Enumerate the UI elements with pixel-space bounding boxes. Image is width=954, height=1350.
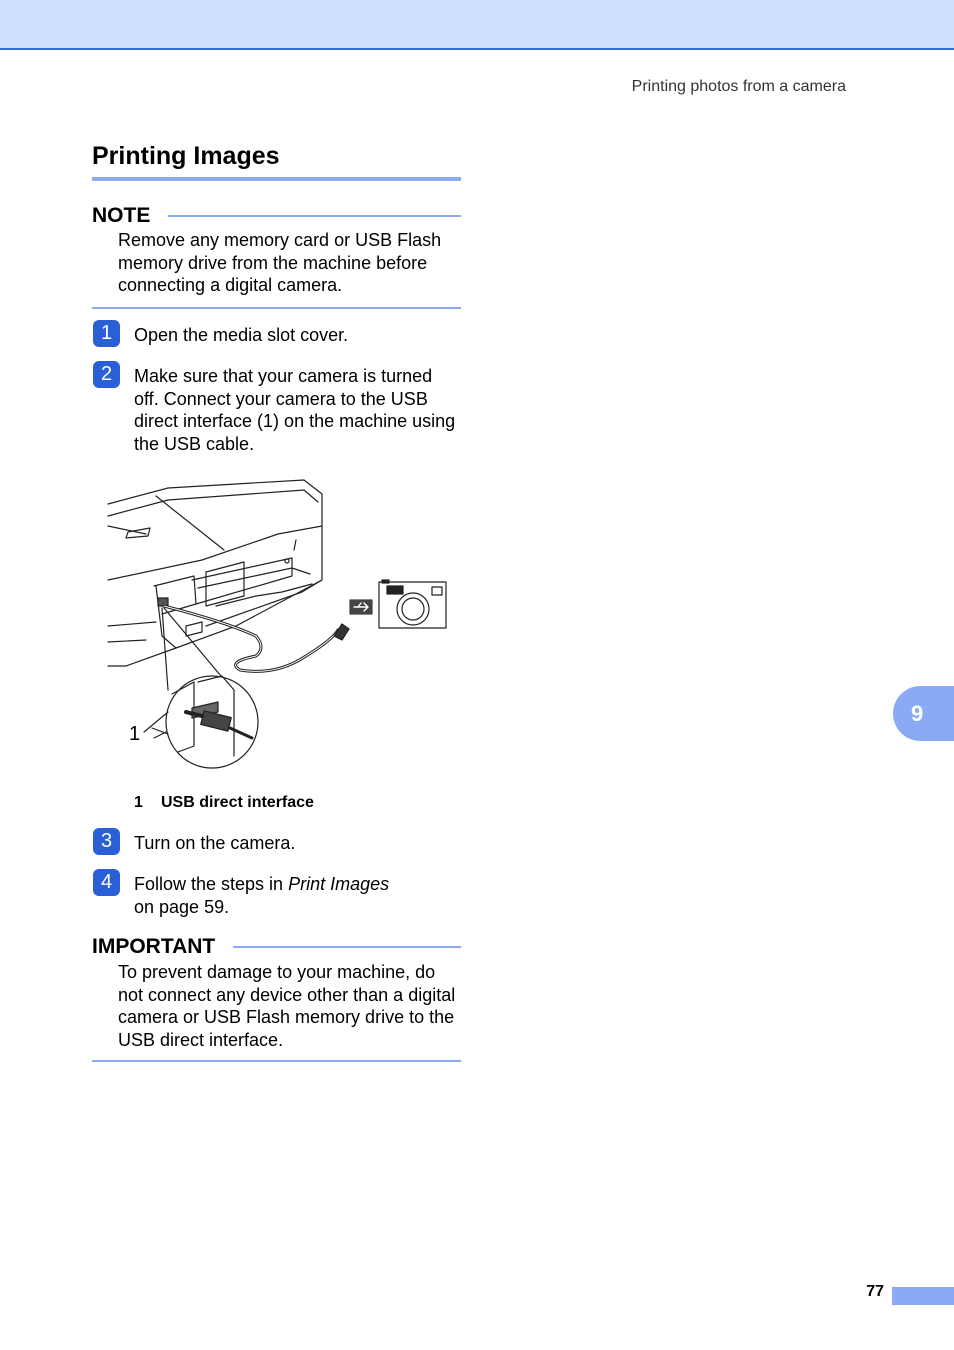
note-line: memory drive from the machine before: [118, 252, 428, 273]
page-reference-link[interactable]: Print Images: [288, 874, 390, 894]
note-text: Remove any memory card or USB Flash memo…: [118, 229, 463, 297]
important-line: not connect any device other than a digi…: [118, 984, 456, 1005]
important-line: camera or USB Flash memory drive to the: [118, 1007, 455, 1027]
step-line: off. Connect your camera to the USB: [134, 388, 428, 409]
step-3-text: Turn on the camera.: [134, 832, 464, 855]
step-line: Follow the steps in Print Images: [134, 873, 464, 896]
step-line: Turn on the camera.: [134, 833, 296, 853]
step-3-badge: 3: [93, 828, 120, 855]
caption-text: USB direct interface: [161, 794, 314, 811]
important-heading-rule: [233, 946, 461, 948]
figure-caption: 1 USB direct interface: [134, 794, 314, 812]
important-line: To prevent damage to your machine, do: [118, 962, 436, 982]
step-4-prefix: Follow the steps in: [134, 874, 289, 894]
note-heading-rule: [168, 215, 461, 217]
step-1-badge: 1: [93, 320, 120, 347]
printer-illustration: [107, 479, 323, 667]
important-heading: IMPORTANT: [92, 933, 461, 961]
usb-icon: [349, 599, 373, 615]
step-line: on page 59.: [134, 896, 230, 917]
note-line: connecting a digital camera.: [118, 275, 343, 295]
zoom-callout: [151, 607, 259, 769]
step-line: Make sure that your camera is turned: [134, 366, 433, 386]
usb-cable-inner: [163, 605, 339, 672]
page-number-bar: [892, 1287, 954, 1305]
chapter-tab[interactable]: 9: [893, 686, 954, 741]
step-line: Open the media slot cover.: [134, 325, 349, 345]
header-band: [0, 0, 954, 50]
note-label: NOTE: [92, 204, 151, 227]
important-label: IMPORTANT: [92, 935, 216, 958]
caption-number: 1: [134, 794, 143, 811]
step-line: the USB cable.: [134, 433, 255, 454]
cable-plug: [333, 623, 350, 641]
step-2-badge: 2: [93, 361, 120, 388]
note-heading: NOTE: [92, 202, 461, 230]
note-bottom-rule: [92, 307, 461, 309]
usb-connection-illustration: 1: [107, 479, 447, 769]
step-4-text: Follow the steps in Print Images on page…: [134, 873, 464, 918]
page-number: 77: [866, 1283, 884, 1300]
callout-leader: [143, 711, 169, 733]
important-text: To prevent damage to your machine, do no…: [118, 961, 463, 1051]
step-line: direct interface (1) on the machine usin…: [134, 411, 456, 431]
camera-icon: [378, 579, 447, 629]
callout-label: 1: [129, 723, 140, 745]
note-line: Remove any memory card or USB Flash: [118, 230, 442, 250]
important-bottom-rule: [92, 1060, 461, 1062]
step-1-text: Open the media slot cover.: [134, 324, 464, 347]
step-4-badge: 4: [93, 869, 120, 896]
running-header: Printing photos from a camera: [631, 78, 846, 95]
page-title: Printing Images: [92, 142, 461, 181]
step-2-text: Make sure that your camera is turned off…: [134, 365, 464, 455]
important-line: USB direct interface.: [118, 1029, 284, 1050]
